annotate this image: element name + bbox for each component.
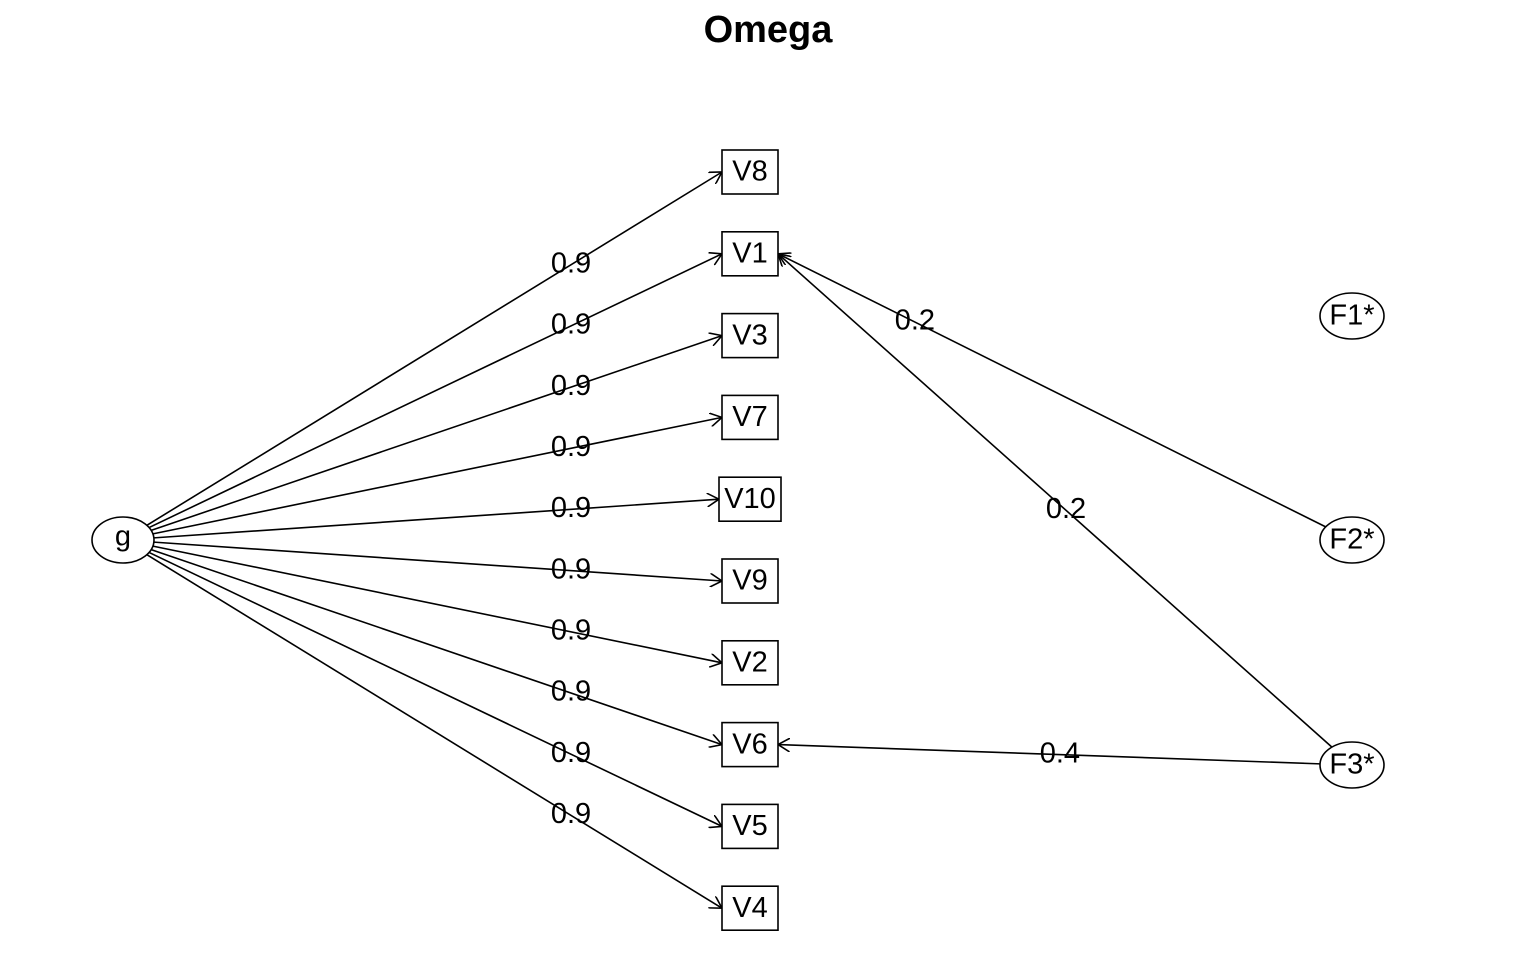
general-factor-node — [91, 516, 155, 564]
loading-label-g-v3: 0.9 — [551, 370, 591, 402]
edge-labels-layer: 0.9 0.9 0.9 0.9 0.9 0.9 0.9 0.9 0.9 0.9 0.2 0.2 0.4 — [551, 247, 1086, 830]
group-factor-node-f2-star — [1319, 516, 1385, 564]
group-factor-node-f1-star — [1319, 292, 1385, 340]
edge-g-v1 — [148, 254, 722, 529]
edge-f2-star-v1 — [778, 254, 1327, 528]
variable-label-v9: V9 — [732, 565, 767, 597]
loading-label-f3-star-v1: 0.2 — [1046, 493, 1086, 525]
loading-label-g-v5: 0.9 — [551, 737, 591, 769]
variable-label-v4: V4 — [732, 892, 767, 924]
group-factor-node-f3-star — [1319, 741, 1385, 789]
variable-label-v7: V7 — [732, 401, 767, 433]
loading-label-g-v7: 0.9 — [551, 431, 591, 463]
variable-box-v2 — [721, 639, 779, 686]
variable-label-v5: V5 — [732, 810, 767, 842]
edge-f3-star-v6 — [778, 745, 1321, 765]
edge-g-v7 — [152, 417, 722, 535]
edge-f3-star-v1 — [778, 254, 1333, 748]
edge-g-v10 — [153, 499, 719, 539]
edge-g-v5 — [148, 551, 722, 826]
variable-box-v1 — [721, 231, 779, 277]
diagram-title: Omega — [704, 9, 834, 51]
variable-box-v5 — [721, 803, 779, 850]
variable-box-v8 — [721, 149, 779, 195]
variable-box-v7 — [721, 394, 779, 441]
general-factor-label: g — [115, 521, 131, 553]
edge-g-v3 — [150, 336, 722, 532]
group-factor-label-f3-star: F3* — [1329, 749, 1374, 781]
loading-label-g-v6: 0.9 — [551, 676, 591, 708]
loading-label-f2-star-v1: 0.2 — [895, 305, 935, 337]
loading-label-g-v8: 0.9 — [551, 247, 591, 279]
edge-g-v2 — [152, 545, 722, 663]
loading-label-g-v2: 0.9 — [551, 615, 591, 647]
edges-layer — [146, 172, 1333, 909]
edge-g-v6 — [150, 548, 722, 745]
group-factor-label-f1-star: F1* — [1329, 300, 1374, 332]
variable-box-v4 — [721, 885, 779, 932]
variable-label-v10: V10 — [724, 483, 776, 515]
loading-label-g-v4: 0.9 — [551, 798, 591, 830]
variable-box-v10 — [718, 476, 782, 523]
variable-label-v2: V2 — [732, 646, 767, 678]
edge-g-v9 — [153, 541, 722, 581]
variable-label-v6: V6 — [732, 728, 767, 760]
edge-g-v4 — [146, 553, 722, 909]
group-factor-label-f2-star: F2* — [1329, 524, 1374, 556]
loading-label-g-v9: 0.9 — [551, 553, 591, 585]
loading-label-g-v10: 0.9 — [551, 492, 591, 524]
variable-label-v3: V3 — [732, 319, 767, 351]
variable-label-v1: V1 — [732, 237, 767, 269]
variable-label-v8: V8 — [732, 156, 767, 188]
edge-g-v8 — [146, 172, 722, 527]
variable-box-v3 — [721, 312, 779, 359]
variable-box-v6 — [721, 721, 779, 768]
variable-box-v9 — [721, 558, 779, 604]
loading-label-f3-star-v6: 0.4 — [1040, 737, 1080, 769]
loading-label-g-v1: 0.9 — [551, 309, 591, 341]
